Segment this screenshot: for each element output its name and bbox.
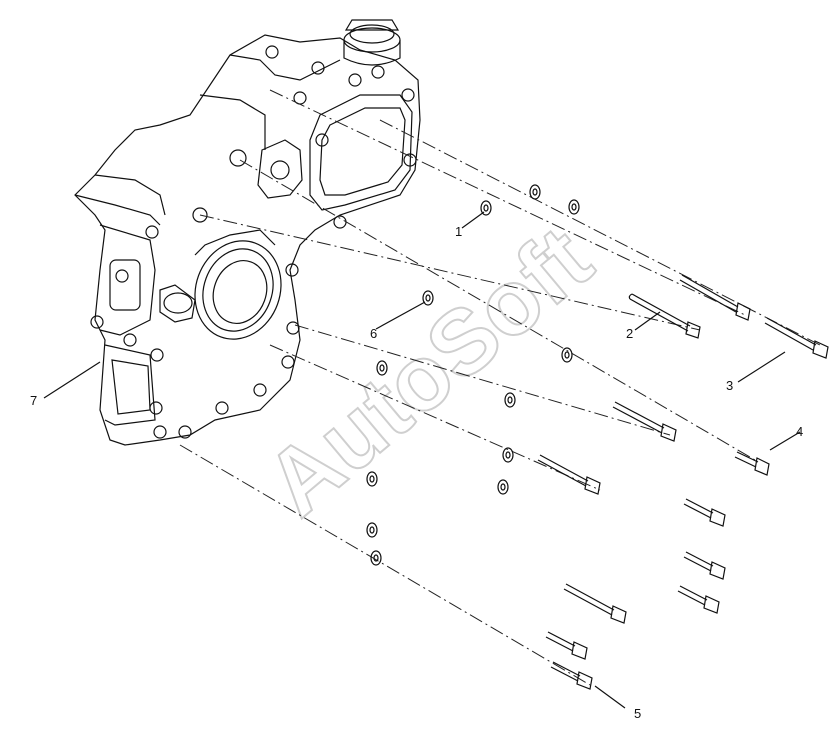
bolt-3-upper xyxy=(679,274,751,321)
callout-3: 3 xyxy=(726,378,733,393)
leader-lines xyxy=(43,211,801,709)
callout-6: 6 xyxy=(370,326,377,341)
timing-cover-housing xyxy=(74,19,421,446)
bolt-5-lower xyxy=(550,661,593,690)
bolt-3-lower xyxy=(764,317,829,359)
watermark: AutoSoft xyxy=(246,207,611,537)
assembly-axis-lines xyxy=(179,89,821,686)
bolt-short-b xyxy=(683,551,726,580)
callout-7: 7 xyxy=(30,393,37,408)
callout-1: 1 xyxy=(455,224,462,239)
bolt-5-upper xyxy=(545,631,588,660)
bolt-lower-long xyxy=(563,583,627,624)
callout-labels: 1 2 3 4 5 6 7 xyxy=(30,224,803,721)
washers xyxy=(366,184,580,566)
bolt-4 xyxy=(734,451,770,476)
bolt-middle xyxy=(612,401,677,442)
bolt-lower-middle xyxy=(537,454,601,495)
bolt-2 xyxy=(628,293,701,339)
bolt-short-c xyxy=(677,585,720,614)
callout-2: 2 xyxy=(626,326,633,341)
callout-5: 5 xyxy=(634,706,641,721)
bolt-short-a xyxy=(683,498,726,527)
bolts xyxy=(537,274,829,690)
callout-4: 4 xyxy=(796,424,803,439)
watermark-text: AutoSoft xyxy=(247,208,610,536)
